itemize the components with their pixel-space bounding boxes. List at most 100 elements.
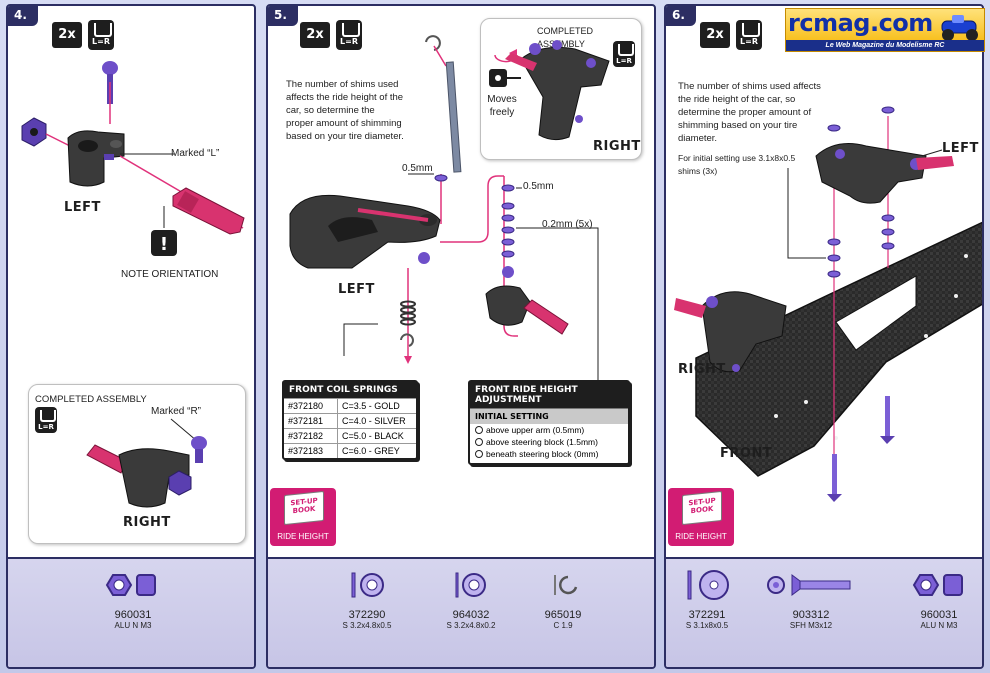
table-row: #372180 C=3.5 - GOLD: [284, 398, 416, 413]
option-circle-icon: [475, 450, 483, 458]
moves-freely-label: Moves freely: [487, 94, 517, 118]
left-right-same-icon: L=R: [736, 20, 762, 50]
logo-wordmark: rcmag.com: [788, 9, 933, 37]
part-spec: SFH M3x12: [789, 621, 833, 630]
shim-05-label: 0.5mm: [402, 163, 433, 174]
setup-book-label: RIDE HEIGHT: [277, 532, 329, 541]
table-title: FRONT COIL SPRINGS: [284, 382, 416, 398]
parts-footer: 960031 ALU N M3: [8, 557, 254, 667]
part-spec: S 3.1x8x0.5: [685, 621, 729, 630]
setup-book-label: RIDE HEIGHT: [675, 532, 727, 541]
setup-book-icon: SET-UP BOOK: [284, 490, 324, 526]
front-label: FRONT: [720, 446, 773, 461]
part-372290: 372290 S 3.2x4.8x0.5: [312, 607, 422, 630]
table-cell: #372180: [284, 399, 338, 413]
step-5-suspension-illustration: [289, 35, 599, 386]
front-ride-height-table: FRONT RIDE HEIGHT ADJUSTMENT INITIAL SET…: [468, 380, 630, 465]
shim-intro-text: The number of shims used affects the rid…: [286, 79, 404, 142]
completed-assembly-right-illustration: [86, 418, 207, 508]
left-right-same-icon: L=R: [88, 20, 114, 50]
left-label: LEFT: [338, 282, 375, 297]
marked-l-label: Marked “L”: [171, 148, 220, 159]
step-number: 6.: [666, 6, 696, 26]
rc-car-icon: [941, 15, 978, 41]
right-label: RIGHT: [678, 362, 726, 377]
part-spec: S 3.2x4.8x0.2: [446, 621, 496, 630]
front-coil-springs-table: FRONT COIL SPRINGS #372180 C=3.5 - GOLD #…: [282, 380, 418, 460]
quantity-badge: 2x: [300, 22, 330, 48]
part-960031: 960031 ALU N M3: [884, 607, 982, 630]
shim-icon: [351, 572, 384, 598]
shim-02-label: 0.2mm (5x): [542, 219, 593, 230]
marked-r-label: Marked “R”: [151, 406, 202, 417]
left-label: LEFT: [64, 200, 101, 215]
initial-setting-note: For initial setting use 3.1x8x0.5 shims …: [678, 153, 796, 176]
completed-assembly-illustration: [489, 40, 610, 141]
quantity-badge: 2x: [700, 22, 730, 48]
right-label: RIGHT: [593, 139, 641, 154]
table-title: FRONT RIDE HEIGHT ADJUSTMENT: [470, 382, 628, 408]
step-6-panel: 6. 2x L=R The number of shims used affec…: [664, 4, 984, 669]
c-clip-icon: [554, 575, 578, 595]
rcmag-logo[interactable]: rcmag.com Le Web Magazine du Modelisme R…: [785, 8, 985, 52]
ride-height-option: beneath steering block (0mm): [470, 448, 628, 463]
step-6-chassis-illustration: [674, 106, 982, 502]
part-number: 960031: [114, 609, 152, 621]
left-label: LEFT: [942, 141, 979, 156]
step-5-panel: 5. 2x L=R The number of shims used affec…: [266, 4, 656, 669]
ride-height-option: above steering block (1.5mm): [470, 436, 628, 448]
right-label: RIGHT: [123, 515, 171, 530]
part-spec: S 3.2x4.8x0.5: [342, 621, 392, 630]
part-number: 903312: [792, 609, 830, 621]
left-right-same-icon: L=R: [35, 407, 57, 433]
completed-assembly-title: COMPLETED ASSEMBLY: [35, 394, 147, 405]
table-cell: #372181: [284, 414, 338, 428]
completed-assembly-inset: COMPLETED ASSEMBLY L=R Marked “R” RIGHT: [28, 384, 246, 544]
part-960031: 960031 ALU N M3: [78, 607, 188, 630]
parts-footer: 372290 S 3.2x4.8x0.5 964032 S 3.2x4.8x0.…: [268, 557, 654, 667]
note-orientation: NOTE ORIENTATION: [121, 269, 219, 280]
part-964032: 964032 S 3.2x4.8x0.2: [416, 607, 526, 630]
table-subtitle: INITIAL SETTING: [470, 408, 628, 424]
step-4-panel: 4. 2x L=R ! Marked “L” LEFT NOTE ORIENTA…: [6, 4, 256, 669]
shim-icon: [455, 572, 486, 598]
option-circle-icon: [475, 426, 483, 434]
left-right-same-icon: L=R: [613, 41, 635, 67]
part-spec: ALU N M3: [114, 621, 152, 630]
quantity-badge: 2x: [52, 22, 82, 48]
setup-book-ride-height-badge: SET-UP BOOK RIDE HEIGHT: [668, 488, 734, 546]
shim-intro-text: The number of shims used affects the rid…: [678, 81, 821, 144]
part-903312: 903312 SFH M3x12: [756, 607, 866, 630]
table-cell: C=4.0 - SILVER: [342, 416, 406, 426]
svg-text:!: !: [160, 234, 168, 255]
part-372291: 372291 S 3.1x8x0.5: [666, 607, 762, 630]
option-circle-icon: [475, 438, 483, 446]
part-965019: 965019 C 1.9: [508, 607, 618, 630]
ride-height-option: above upper arm (0.5mm): [470, 424, 628, 436]
table-cell: C=6.0 - GREY: [342, 446, 400, 456]
table-cell: #372183: [284, 444, 338, 458]
part-number: 372291: [688, 609, 726, 621]
countersunk-screw-icon: [767, 574, 851, 596]
alu-nut-icon: [105, 574, 156, 596]
setup-book-icon: SET-UP BOOK: [682, 490, 722, 526]
part-number: 964032: [452, 609, 490, 621]
parts-footer: 372291 S 3.1x8x0.5 903312 SFH M3x12 9600…: [666, 557, 982, 667]
table-row: #372181 C=4.0 - SILVER: [284, 413, 416, 428]
table-cell: C=3.5 - GOLD: [342, 401, 400, 411]
completed-assembly-inset: COMPLETED ASSEMBLY L=R Moves freely RIGH…: [480, 18, 642, 160]
part-number: 960031: [920, 609, 958, 621]
step-number: 5.: [268, 6, 298, 26]
part-number: 965019: [544, 609, 582, 621]
step-4-hub-illustration: !: [21, 61, 245, 256]
alu-nut-icon: [912, 574, 963, 596]
table-cell: C=5.0 - BLACK: [342, 431, 404, 441]
part-spec: ALU N M3: [920, 621, 958, 630]
large-shim-icon: [687, 570, 729, 600]
setup-book-ride-height-badge: SET-UP BOOK RIDE HEIGHT: [270, 488, 336, 546]
table-row: #372183 C=6.0 - GREY: [284, 443, 416, 458]
left-right-same-icon: L=R: [336, 20, 362, 50]
part-spec: C 1.9: [553, 621, 573, 630]
shim-05-top-label: 0.5mm: [523, 181, 554, 192]
